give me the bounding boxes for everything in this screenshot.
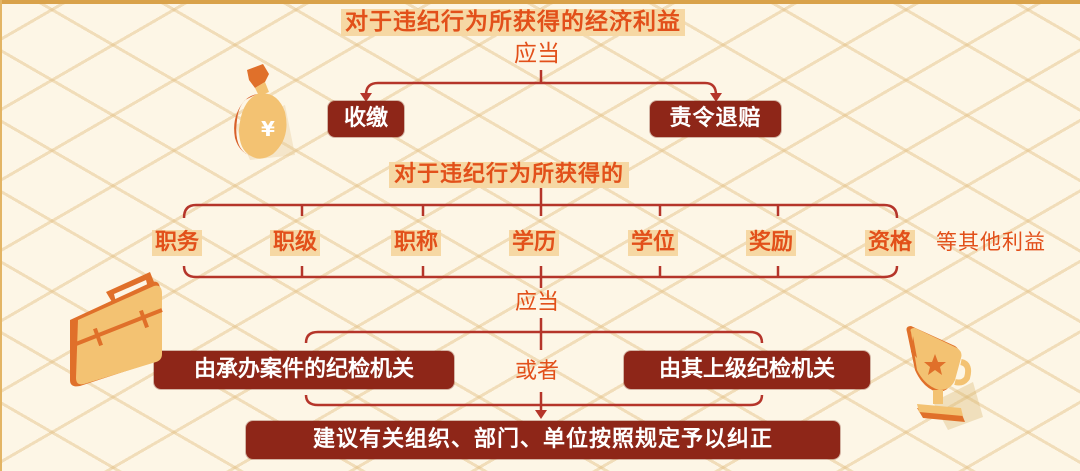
- svg-text:¥: ¥: [261, 117, 275, 141]
- briefcase-icon: [70, 272, 163, 387]
- benefit-item: 职务: [152, 230, 203, 256]
- benefit-item: 职称: [391, 230, 442, 256]
- money-bag-icon: ¥: [234, 64, 295, 160]
- section2-title: 对于违纪行为所获得的: [389, 162, 630, 188]
- benefit-item: 学历: [509, 230, 560, 256]
- other-benefits-suffix: 等其他利益: [936, 230, 1046, 254]
- section1-should: 应当: [514, 41, 560, 67]
- top-border: [0, 0, 1080, 4]
- section1-title: 对于违纪行为所获得的经济利益: [341, 9, 685, 36]
- order-refund-box: 责令退赔: [650, 101, 781, 137]
- correction-action-box: 建议有关组织、部门、单位按照规定予以纠正: [246, 421, 840, 459]
- left-border: [0, 0, 2, 471]
- superior-organ-box: 由其上级纪检机关: [624, 351, 870, 389]
- confiscate-box: 收缴: [328, 101, 404, 137]
- benefit-item: 奖励: [746, 230, 797, 256]
- benefit-item: 学位: [628, 230, 679, 256]
- trophy-icon: [906, 326, 983, 430]
- section2-should: 应当: [515, 290, 560, 315]
- or-label: 或者: [515, 359, 560, 384]
- benefit-item: 资格: [865, 230, 916, 256]
- handling-organ-box: 由承办案件的纪检机关: [154, 351, 454, 389]
- benefit-item: 职级: [270, 230, 321, 256]
